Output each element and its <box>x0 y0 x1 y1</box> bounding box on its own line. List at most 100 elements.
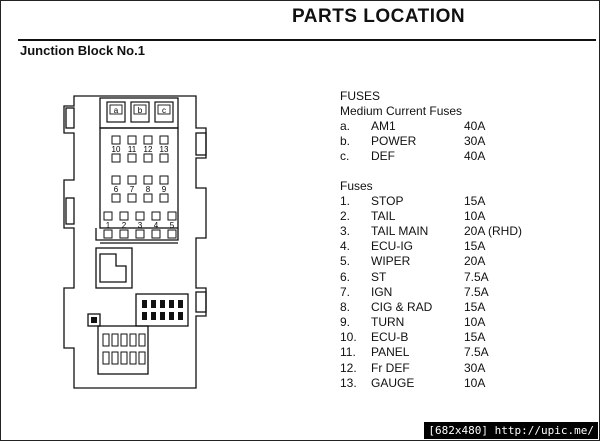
connector-pins <box>91 300 183 365</box>
fuse-name: ECU-B <box>371 330 409 345</box>
pin <box>169 300 174 308</box>
fuse-rating: 15A <box>464 239 486 254</box>
fuse-number-5: 5 <box>170 221 175 230</box>
pin <box>102 351 110 365</box>
pin <box>142 312 147 320</box>
fuse-name: ST <box>371 269 387 284</box>
relay-box-b <box>130 101 150 123</box>
fuse-rating: 20A (RHD) <box>464 223 523 238</box>
relay-boxes: a b c <box>106 101 174 123</box>
fuse-row: 3. TAIL MAIN 20A (RHD) <box>340 223 522 239</box>
fuse-number-1: 1 <box>106 221 111 230</box>
pin <box>178 300 183 308</box>
medium-fuse-index: b. <box>340 134 351 149</box>
fuse-name: TAIL <box>371 208 396 223</box>
fuse-number-12: 12 <box>144 145 153 154</box>
relay-label-b: b <box>138 106 143 115</box>
side-clip <box>65 107 75 129</box>
pin <box>120 351 128 365</box>
title-divider <box>18 39 596 41</box>
fuse-slot-12 <box>143 135 153 145</box>
fuse-slot-5 <box>167 211 177 221</box>
fuse-index: 2. <box>340 208 351 223</box>
fuse-row: 4. ECU-IG 15A <box>340 239 485 254</box>
side-clip <box>195 132 207 156</box>
fuse-rating: 10A <box>464 208 486 223</box>
watermark: [682x480] http://upic.me/ <box>424 422 598 439</box>
fuse-rating: 15A <box>464 299 486 314</box>
relay-connector <box>95 247 133 289</box>
fuse-name: WIPER <box>371 254 411 269</box>
fuse-number-3: 3 <box>138 221 143 230</box>
medium-fuse-index: a. <box>340 119 351 133</box>
fuses-heading: Fuses <box>340 178 373 193</box>
side-clip <box>65 197 75 225</box>
relay-label-c: c <box>162 106 166 115</box>
pin <box>111 333 119 347</box>
connector-right <box>135 293 189 327</box>
fuse-name: IGN <box>371 284 393 299</box>
legend-heading: FUSES <box>340 89 381 103</box>
pin <box>129 351 137 365</box>
fuse-index: 11. <box>340 345 356 360</box>
medium-fuse-rating: 40A <box>464 149 486 164</box>
fuse-number-10: 10 <box>112 145 121 154</box>
fuse-slot-8 <box>143 175 153 185</box>
fuse-legend: FUSES Medium Current Fuses a. AM1 40A b. POW… <box>340 89 522 391</box>
pin <box>142 300 147 308</box>
fuse-index: 8. <box>340 299 351 314</box>
medium-fuse-name: AM1 <box>371 119 396 133</box>
fuse-number-7: 7 <box>130 185 135 194</box>
fuse-name: Fr DEF <box>371 360 410 375</box>
medium-fuse-row: b. POWER 30A <box>340 134 485 149</box>
fuse-slot-10 <box>111 135 121 145</box>
fuse-row: 2. TAIL 10A <box>340 208 485 224</box>
fuse-rating: 7.5A <box>464 345 489 360</box>
pin <box>138 351 146 365</box>
fuse-number-13: 13 <box>160 145 169 154</box>
connector-bottom <box>97 325 149 375</box>
fuse-slot-1 <box>103 211 113 221</box>
fuse-index: 7. <box>340 284 351 299</box>
fuse-row: 11. PANEL 7.5A <box>340 345 489 360</box>
pin <box>160 312 165 320</box>
fuse-index: 4. <box>340 239 351 254</box>
fuse-number-8: 8 <box>146 185 151 194</box>
pin <box>160 300 165 308</box>
fuse-name: GAUGE <box>371 375 415 390</box>
pin <box>129 333 137 347</box>
fuse-name: PANEL <box>371 345 410 360</box>
fuse-rating: 10A <box>464 315 486 330</box>
fuse-rating: 7.5A <box>464 284 489 299</box>
connector-small <box>87 313 101 327</box>
relay-label-a: a <box>114 106 119 115</box>
medium-fuse-index: c. <box>340 149 350 164</box>
medium-fuses-heading: Medium Current Fuses <box>340 104 463 118</box>
fuse-name: ECU-IG <box>371 239 413 254</box>
medium-fuse-name: POWER <box>371 134 417 149</box>
fuse-rating: 30A <box>464 360 486 375</box>
fuse-slot-13 <box>159 135 169 145</box>
pin <box>169 312 174 320</box>
fuse-index: 3. <box>340 223 351 238</box>
medium-fuse-rating: 30A <box>464 134 486 149</box>
pin <box>111 351 119 365</box>
fuse-slot-4 <box>151 211 161 221</box>
fuse-row: 7. IGN 7.5A <box>340 284 489 300</box>
pin <box>120 333 128 347</box>
fuse-rating: 15A <box>464 330 486 345</box>
fuse-name: TAIL MAIN <box>371 223 429 238</box>
pin <box>151 300 156 308</box>
fuse-slot-3 <box>135 211 145 221</box>
fuse-rating: 7.5A <box>464 269 489 284</box>
relay-box-c <box>154 101 174 123</box>
pin <box>138 333 146 347</box>
